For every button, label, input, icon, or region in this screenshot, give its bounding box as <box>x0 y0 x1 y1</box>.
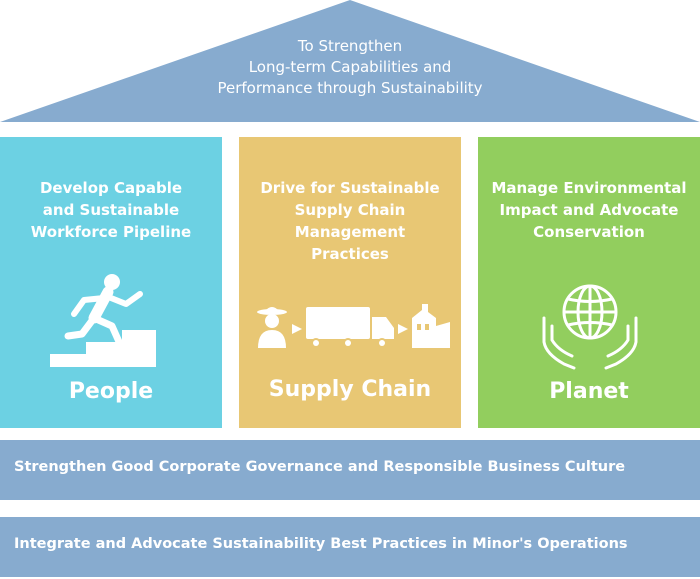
pillar-title-line: Practices <box>311 245 389 263</box>
pillar-title: Drive for Sustainable Supply Chain Manag… <box>239 177 461 265</box>
pillar-label: People <box>68 379 154 404</box>
farmer-truck-factory-icon <box>257 304 450 348</box>
roof-shape <box>0 0 700 122</box>
foundation-band-text: Strengthen Good Corporate Governance and… <box>14 459 626 475</box>
globe-in-hands-icon <box>542 284 638 370</box>
pillar-title-line: and Sustainable <box>42 201 180 219</box>
foundation-band-governance: Strengthen Good Corporate Governance and… <box>0 440 700 500</box>
running-up-stairs-icon <box>50 274 156 367</box>
roof-line: To Strengthen <box>297 37 403 55</box>
pillar-title: Develop Capable and Sustainable Workforc… <box>0 177 222 243</box>
roof-line: Performance through Sustainability <box>217 79 483 97</box>
foundation-band-best-practices: Integrate and Advocate Sustainability Be… <box>0 517 700 577</box>
foundation-band-text: Integrate and Advocate Sustainability Be… <box>14 536 628 552</box>
pillar-title-line: Workforce Pipeline <box>30 223 192 241</box>
pillar-label: Supply Chain <box>268 377 432 402</box>
pillar-title-line: Conservation <box>533 223 645 241</box>
roof-line: Long-term Capabilities and <box>248 58 452 76</box>
pillar-title-line: Supply Chain <box>294 201 406 219</box>
pillar-title-line: Drive for Sustainable <box>260 179 440 197</box>
pillar-title-line: Management <box>294 223 406 241</box>
roof-text: To Strengthen Long-term Capabilities and… <box>150 36 550 99</box>
pillar-title-line: Impact and Advocate <box>499 201 679 219</box>
pillar-supply-chain: Drive for Sustainable Supply Chain Manag… <box>239 137 461 428</box>
pillar-label: Planet <box>549 379 629 404</box>
pillar-title-line: Manage Environmental <box>491 179 687 197</box>
pillar-title-line: Develop Capable <box>39 179 183 197</box>
pillar-people: Develop Capable and Sustainable Workforc… <box>0 137 222 428</box>
pillar-title: Manage Environmental Impact and Advocate… <box>478 177 700 243</box>
pillar-planet: Manage Environmental Impact and Advocate… <box>478 137 700 428</box>
